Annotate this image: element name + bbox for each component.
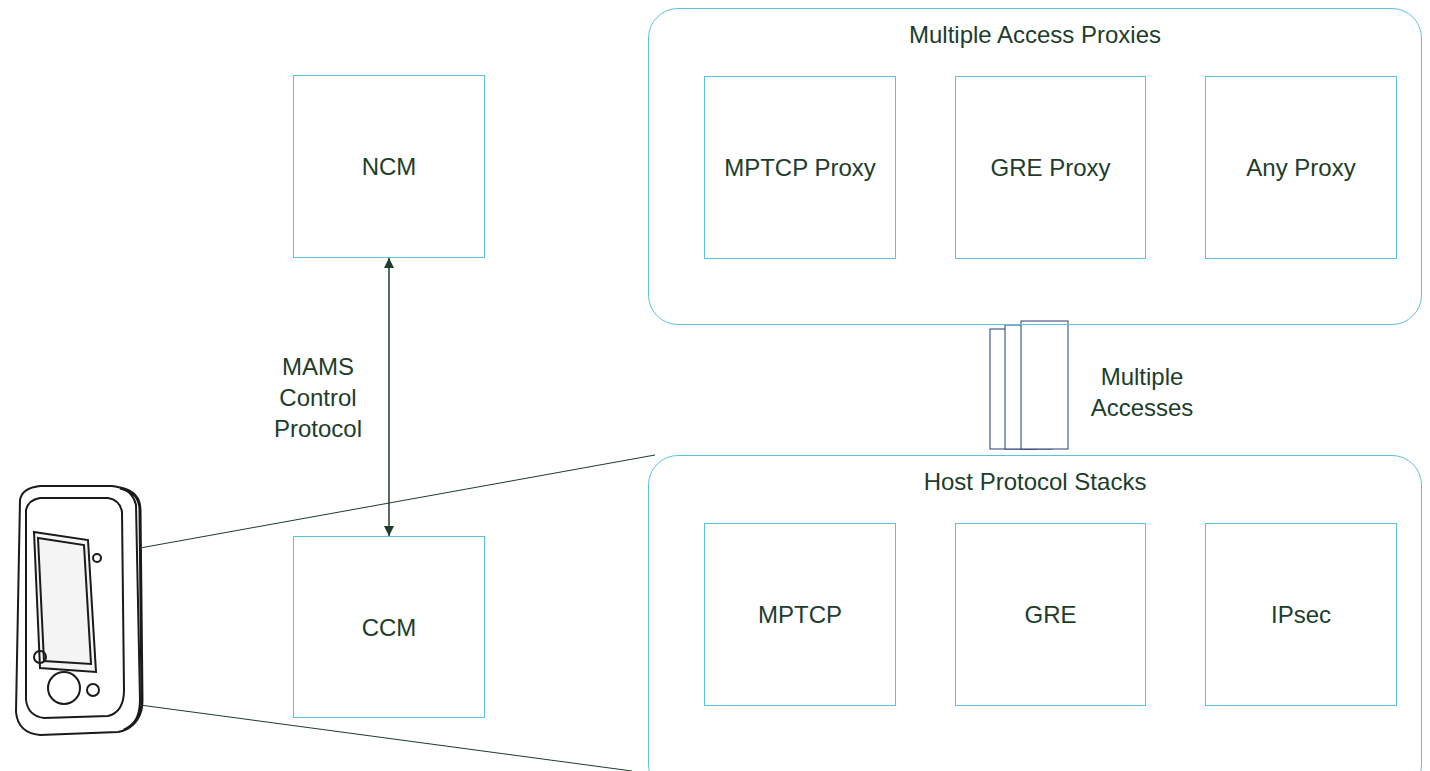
process-box: GRE Proxy (955, 76, 1146, 259)
edge-label: MAMS Control Protocol (261, 351, 375, 444)
group-heading: Multiple Access Proxies (649, 19, 1421, 50)
process-box: MPTCP Proxy (704, 76, 896, 259)
group-heading: Host Protocol Stacks (649, 466, 1421, 497)
process-box: CCM (293, 536, 485, 718)
process-box: MPTCP (704, 523, 896, 706)
edge-label: Multiple Accesses (1080, 361, 1204, 423)
process-box: Any Proxy (1205, 76, 1397, 259)
connector (389, 258, 390, 536)
connector (990, 321, 1068, 449)
box-label: MPTCP (758, 599, 842, 630)
box-label: GRE Proxy (990, 152, 1110, 183)
box-label: Any Proxy (1246, 152, 1355, 183)
box-label: NCM (362, 151, 417, 182)
process-box: IPsec (1205, 523, 1397, 706)
group-band: Host Protocol StacksMPTCP GRE IPsec (648, 455, 1422, 771)
box-label: IPsec (1271, 599, 1331, 630)
box-label: GRE (1024, 599, 1076, 630)
group-band: Multiple Access ProxiesMPTCP Proxy GRE Pr… (648, 8, 1422, 325)
box-label: MPTCP Proxy (724, 152, 876, 183)
process-box: NCM (293, 75, 485, 258)
box-label: CCM (362, 612, 417, 643)
process-box: GRE (955, 523, 1146, 706)
